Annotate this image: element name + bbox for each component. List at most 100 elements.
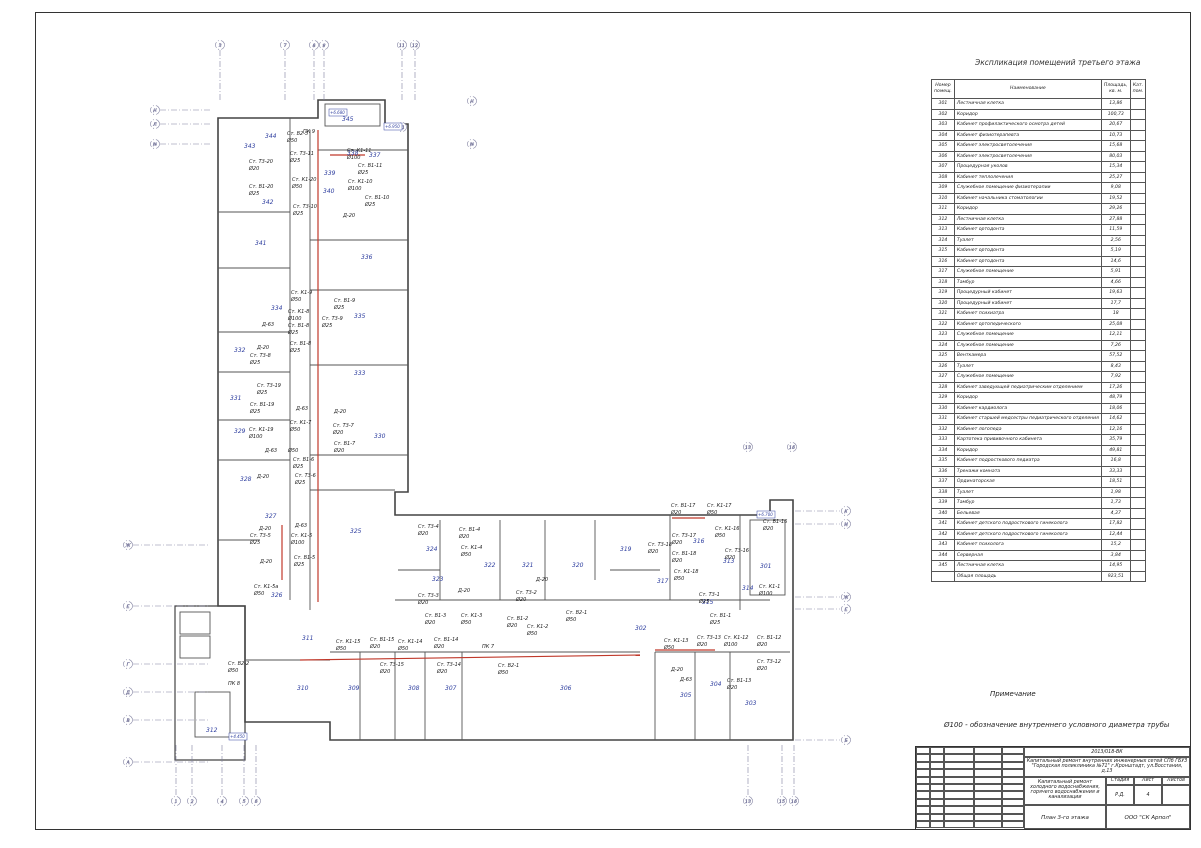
riser-label: Ø100 bbox=[248, 433, 262, 440]
riser-label: Ø20 bbox=[726, 684, 737, 691]
axis-marker bbox=[841, 506, 851, 516]
room-number: 319 bbox=[931, 287, 955, 299]
room-category bbox=[1129, 434, 1147, 446]
riser-label: Ст. Т3-20 bbox=[249, 159, 273, 165]
riser-label: Ст. К1-9 bbox=[291, 290, 312, 296]
riser-label: Ст. К1-17 bbox=[707, 503, 732, 509]
elevation-mark: +6.950 bbox=[385, 124, 400, 129]
col-cat: Кат. пом. bbox=[1129, 79, 1147, 99]
axis-label: В bbox=[126, 718, 129, 724]
room-number-label: 328 bbox=[240, 476, 252, 483]
room-name: Картотека прививочного кабинета bbox=[953, 434, 1102, 446]
stamp-cell bbox=[1002, 798, 1024, 807]
axis-label: 6 bbox=[255, 799, 258, 805]
stamp-cell bbox=[916, 784, 930, 792]
riser-label: Д-20 bbox=[457, 588, 470, 594]
stamp-cell bbox=[944, 761, 974, 770]
room-area: 4,37 bbox=[1100, 507, 1131, 519]
riser-label: Ст. Т3-6 bbox=[295, 473, 316, 479]
elevator-shaft bbox=[179, 611, 211, 635]
axis-label: 1 bbox=[175, 799, 178, 805]
room-category bbox=[1129, 192, 1147, 204]
axis-label: Б bbox=[844, 738, 847, 744]
room-number-label: 309 bbox=[348, 685, 360, 692]
riser-label: Ст. В1-3 bbox=[425, 613, 446, 619]
room-number-label: 334 bbox=[271, 305, 283, 312]
stamp-cell bbox=[916, 754, 930, 762]
room-name: Коридор bbox=[953, 108, 1102, 120]
riser-label: Ст. В1-6 bbox=[293, 457, 314, 463]
room-category bbox=[1129, 360, 1147, 372]
room-number: 309 bbox=[931, 182, 955, 194]
riser-label: Д-63 bbox=[679, 677, 692, 683]
stamp-cell bbox=[916, 747, 930, 755]
riser-label: Ст. Т3-17 bbox=[672, 533, 697, 539]
room-number: 343 bbox=[931, 539, 955, 551]
room-number-label: 316 bbox=[693, 538, 705, 545]
axis-marker bbox=[743, 442, 753, 452]
riser-label: Ст. Т3-11 bbox=[290, 151, 314, 157]
riser-label: Ø20 bbox=[417, 530, 428, 537]
riser-label: Ø50 bbox=[526, 630, 537, 637]
stamp-work: Капитальный ремонт холодного водоснабжен… bbox=[1024, 777, 1106, 805]
sheet-frame bbox=[35, 12, 1191, 830]
room-area: 15,2 bbox=[1100, 539, 1131, 551]
riser-label: Ст. В1-9 bbox=[334, 298, 355, 304]
riser-label: Ø25 bbox=[248, 190, 259, 197]
room-category bbox=[1129, 203, 1147, 215]
axis-label: М bbox=[470, 142, 474, 148]
stamp-cell bbox=[1002, 776, 1024, 784]
stamp-cell bbox=[1002, 791, 1024, 799]
axis-marker bbox=[239, 796, 249, 806]
room-area: 12,11 bbox=[1100, 329, 1131, 341]
room-name: Коридор bbox=[953, 444, 1102, 456]
riser-label: Ст. В1-15 bbox=[370, 637, 394, 643]
stamp-cell bbox=[930, 784, 944, 792]
room-area: 19,52 bbox=[1100, 192, 1131, 204]
riser-label: Ø20 bbox=[332, 429, 343, 436]
riser-label: Ø100 bbox=[723, 641, 737, 648]
stamp-cell bbox=[1002, 754, 1024, 762]
riser-label: Ст. К1-11 bbox=[347, 148, 371, 154]
stamp-cell bbox=[916, 813, 930, 821]
room-category bbox=[1129, 119, 1147, 131]
room-number: 304 bbox=[931, 129, 955, 141]
riser-label: Ст. В1-18 bbox=[672, 551, 696, 557]
riser-label: Ø25 bbox=[293, 561, 304, 568]
room-number: 335 bbox=[931, 455, 955, 467]
room-number-label: 308 bbox=[408, 685, 420, 692]
axis-label: 16 bbox=[791, 799, 797, 805]
riser-label: Ø20 bbox=[433, 643, 444, 650]
axis-label: К bbox=[844, 509, 848, 515]
riser-label: Ст. В1-2 bbox=[507, 616, 528, 622]
riser-label: Ст. Т3-15 bbox=[380, 662, 404, 668]
axis-label: Н bbox=[470, 99, 474, 105]
room-number-label: 307 bbox=[445, 685, 457, 692]
axis-label: Г bbox=[127, 662, 130, 668]
riser-label: Ст. К1-12 bbox=[724, 635, 748, 641]
room-category bbox=[1129, 213, 1147, 225]
room-number-label: 330 bbox=[374, 433, 386, 440]
riser-label: Ст. Т3-16 bbox=[725, 548, 749, 554]
elevation-box bbox=[328, 108, 348, 117]
room-area: 20,67 bbox=[1100, 119, 1131, 131]
room-name: Кабинет психолога bbox=[953, 539, 1102, 551]
room-area: 17,26 bbox=[1100, 381, 1131, 393]
col-num: Номер помещ. bbox=[931, 79, 955, 99]
riser-label: Ø50 bbox=[290, 296, 301, 303]
stamp-cell bbox=[974, 769, 1002, 777]
riser-label: Ø20 bbox=[436, 668, 447, 675]
riser-label: Ст. Т3-8 bbox=[250, 353, 271, 359]
riser-label: Ø50 bbox=[287, 447, 298, 454]
riser-label: Д-20 bbox=[333, 409, 346, 415]
room-name: Кабинет профилактического осмотра детей bbox=[953, 119, 1102, 131]
axis-marker bbox=[150, 119, 160, 129]
riser-label: Ст. Т3-19 bbox=[257, 383, 281, 389]
room-category bbox=[1129, 507, 1147, 519]
riser-label: Ø25 bbox=[249, 539, 260, 546]
